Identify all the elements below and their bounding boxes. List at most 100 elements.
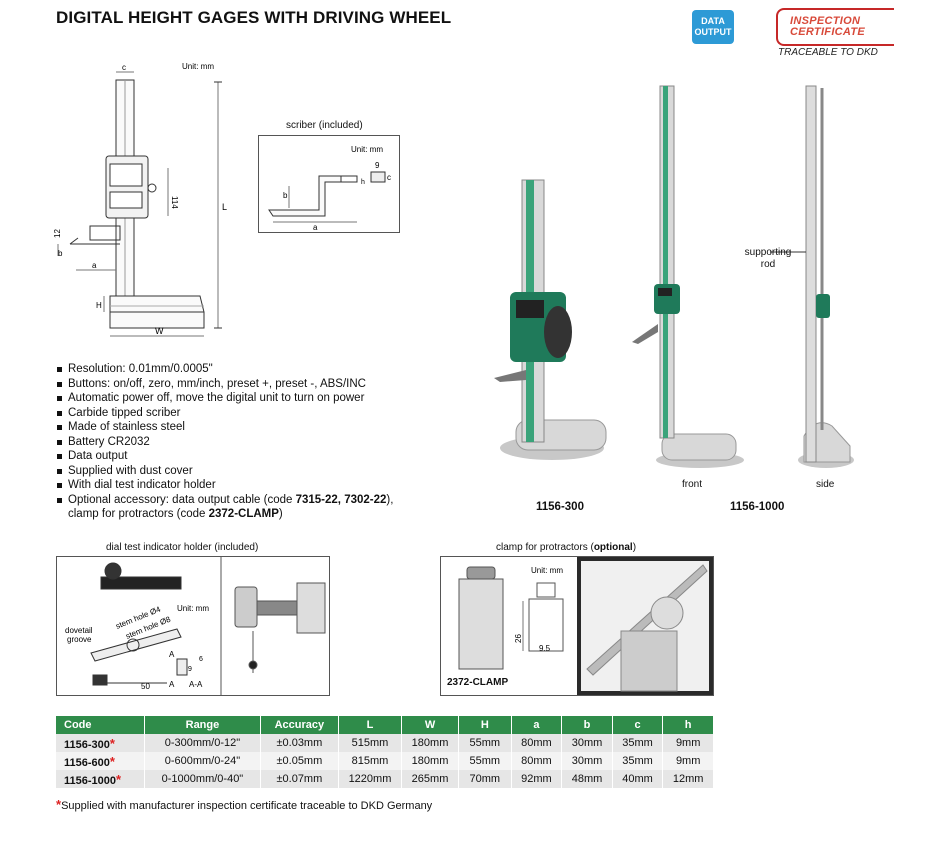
groove-label: groove	[67, 635, 92, 644]
drawing-label-W: W	[155, 326, 164, 336]
scriber-label-9: 9	[375, 161, 380, 170]
scriber-unit: Unit: mm	[351, 145, 383, 154]
dial-holder-drawing: Unit: mm dovetail groove stem hole Ø4 st…	[65, 557, 326, 695]
cell: 48mm	[561, 770, 613, 788]
cell: 1220mm	[338, 770, 403, 788]
supporting-rod-label: supporting rod	[744, 247, 792, 270]
dial-holder-box: Unit: mm dovetail groove stem hole Ø4 st…	[56, 556, 330, 696]
cell: 80mm	[511, 734, 563, 752]
footnote: *Supplied with manufacturer inspection c…	[56, 797, 432, 812]
feature-item: Automatic power off, move the digital un…	[56, 391, 393, 406]
clamp-dim-26: 26	[514, 634, 523, 643]
feature-item: Made of stainless steel	[56, 420, 393, 435]
inspection-certificate-logo: INSPECTION CERTIFICATE TRACEABLE TO DKD	[776, 8, 894, 58]
cell: 12mm	[662, 770, 714, 788]
cell: 9mm	[662, 752, 714, 770]
clamp-drawing: Unit: mm 26 9.5	[458, 557, 713, 695]
drawing-label-a: a	[92, 261, 97, 270]
drawing-unit: Unit: mm	[182, 62, 214, 71]
header-range: Range	[144, 716, 261, 734]
feature-optional-accessory-cont: clamp for protractors (code 2372-CLAMP)	[68, 508, 283, 520]
dovetail-label: dovetail	[65, 626, 93, 635]
cell: 35mm	[612, 752, 664, 770]
clamp-box: Unit: mm 26 9.5 2372-CLAMP	[440, 556, 714, 696]
cell: 180mm	[401, 752, 459, 770]
feature-item: Battery CR2032	[56, 435, 393, 450]
badge-line2: OUTPUT	[694, 27, 732, 37]
drawing-label-12: 12	[53, 229, 62, 238]
cell: 815mm	[338, 752, 403, 770]
cell: 515mm	[338, 734, 403, 752]
scriber-label-b: b	[283, 191, 288, 200]
drawing-label-H: H	[96, 301, 102, 310]
badge-line1: DATA	[701, 16, 725, 26]
section-a-bottom: A	[169, 680, 175, 689]
header-L: L	[338, 716, 403, 734]
cell: 35mm	[612, 734, 664, 752]
table-row: 1156-600* 0-600mm/0-24" ±0.05mm 815mm 18…	[56, 752, 714, 770]
footnote-text: Supplied with manufacturer inspection ce…	[61, 800, 433, 812]
feature-item: With dial test indicator holder	[56, 478, 393, 493]
cell-code: 1156-1000*	[56, 770, 145, 788]
dial-holder-caption: dial test indicator holder (included)	[106, 542, 259, 553]
scriber-drawing: Unit: mm b a h 9 c	[268, 145, 391, 232]
feature-list: Resolution: 0.01mm/0.0005" Buttons: on/o…	[56, 362, 393, 522]
clamp-dim-9.5: 9.5	[539, 644, 551, 653]
gage-1156-300-photo	[494, 179, 607, 460]
cell-code: 1156-300*	[56, 734, 145, 752]
clamp-unit: Unit: mm	[531, 566, 563, 575]
spec-table: Code Range Accuracy L W H a b c h 1156-3…	[56, 716, 714, 788]
cell: 55mm	[458, 734, 512, 752]
drawing-label-c: c	[122, 63, 126, 72]
footnote-star: *	[56, 797, 62, 812]
data-output-badge: DATA OUTPUT	[692, 10, 734, 44]
product-photos	[494, 85, 854, 468]
table-row: 1156-300* 0-300mm/0-12" ±0.03mm 515mm 18…	[56, 734, 714, 752]
cert-line1: INSPECTION	[790, 15, 861, 27]
cell: 92mm	[511, 770, 563, 788]
gage-1156-1000-front-photo	[632, 85, 744, 468]
header-h: h	[662, 716, 714, 734]
section-a-top: A	[169, 650, 175, 659]
cell: 180mm	[401, 734, 459, 752]
cert-line2: CERTIFICATE	[790, 26, 866, 38]
scriber-caption: scriber (included)	[286, 120, 363, 131]
header-a: a	[511, 716, 563, 734]
model-1156-300-label: 1156-300	[536, 501, 584, 513]
dial-holder-unit: Unit: mm	[177, 604, 209, 613]
cell-code: 1156-600*	[56, 752, 145, 770]
drawing-label-b: b	[58, 249, 63, 258]
cell: 9mm	[662, 734, 714, 752]
side-label: side	[816, 479, 835, 490]
header-accuracy: Accuracy	[260, 716, 339, 734]
height-gage-drawing: Unit: mm c 114 L 12 b a H W	[53, 62, 227, 337]
gage-1156-1000-side-photo	[798, 85, 854, 468]
cert-line3: TRACEABLE TO DKD	[778, 47, 878, 58]
page-title: DIGITAL HEIGHT GAGES WITH DRIVING WHEEL	[56, 8, 452, 27]
cell: 30mm	[561, 734, 613, 752]
scriber-label-h: h	[361, 179, 365, 186]
header-code: Code	[56, 716, 145, 734]
cell: ±0.07mm	[260, 770, 339, 788]
cell: 40mm	[612, 770, 664, 788]
feature-item: Carbide tipped scriber	[56, 406, 393, 421]
cell: 30mm	[561, 752, 613, 770]
cell: 0-600mm/0-24"	[144, 752, 261, 770]
cell: 80mm	[511, 752, 563, 770]
scriber-label-a: a	[313, 223, 318, 232]
cell: 55mm	[458, 752, 512, 770]
header-H: H	[458, 716, 512, 734]
drawing-label-L: L	[222, 202, 227, 212]
cell: 70mm	[458, 770, 512, 788]
scriber-label-c: c	[387, 173, 391, 182]
cell: ±0.05mm	[260, 752, 339, 770]
feature-item: Buttons: on/off, zero, mm/inch, preset +…	[56, 377, 393, 392]
feature-item: Data output	[56, 449, 393, 464]
model-1156-1000-label: 1156-1000	[730, 501, 785, 513]
header-b: b	[561, 716, 613, 734]
clamp-code-label: 2372-CLAMP	[447, 677, 509, 688]
header-W: W	[401, 716, 459, 734]
cell: ±0.03mm	[260, 734, 339, 752]
dial-dim-9: 9	[188, 666, 192, 673]
feature-optional-accessory: Optional accessory: data output cable (c…	[56, 493, 393, 508]
